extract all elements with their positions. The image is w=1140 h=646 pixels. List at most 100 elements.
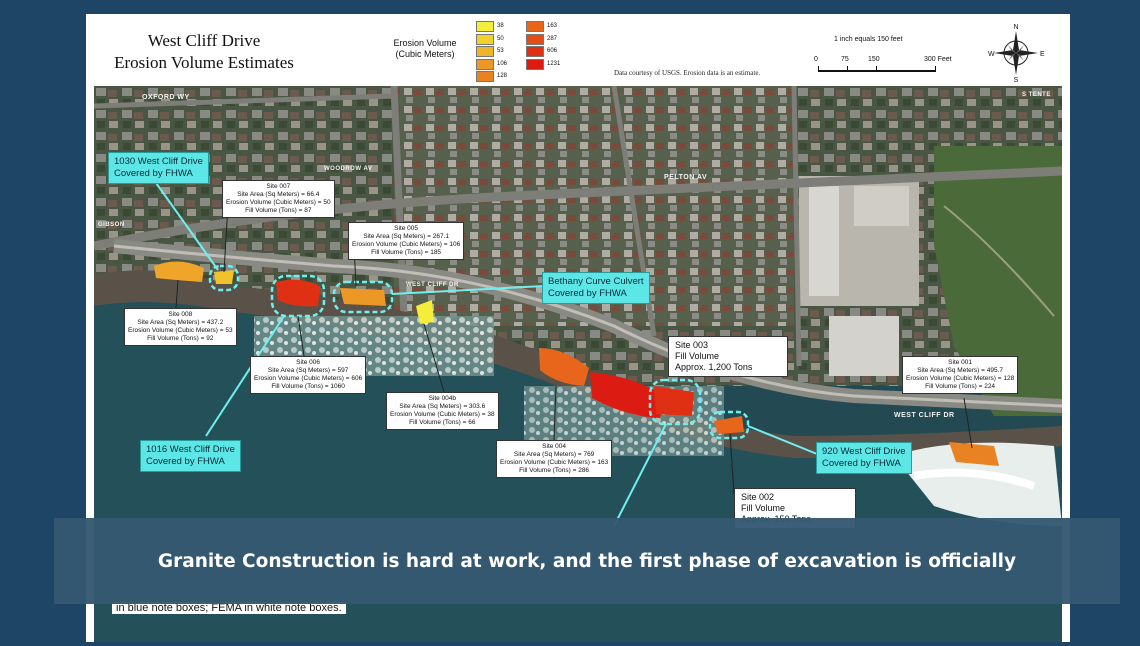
erosion-site-004b bbox=[416, 300, 434, 324]
street-label-woodrow: WOODROW AV bbox=[324, 166, 373, 172]
street-label-pelton: PELTON AV bbox=[664, 174, 708, 181]
erosion-site-001 bbox=[949, 442, 999, 466]
legend-label: 287 bbox=[547, 35, 558, 42]
fhwa-note-bethany-name: Bethany Curve Culvert bbox=[548, 276, 644, 287]
site-001-area: Site Area (Sq Meters) = 495.7 bbox=[917, 367, 1003, 374]
street-label-westcliff-lower: WEST CLIFF DR bbox=[894, 412, 955, 419]
highlight-site003 bbox=[648, 378, 702, 426]
fhwa-note-920: 920 West Cliff Drive Covered by FHWA bbox=[816, 442, 912, 474]
legend-swatch bbox=[476, 58, 494, 70]
fhwa-note-bethany: Bethany Curve Culvert Covered by FHWA bbox=[542, 272, 650, 304]
site-006-fill: Fill Volume (Tons) = 1060 bbox=[271, 383, 345, 390]
fhwa-note-1030-address: 1030 West Cliff Drive bbox=[114, 156, 203, 167]
site-004-area: Site Area (Sq Meters) = 769 bbox=[513, 451, 595, 458]
fhwa-note-1016: 1016 West Cliff Drive Covered by FHWA bbox=[140, 440, 241, 472]
scale-tick bbox=[847, 66, 848, 72]
site-005-fill: Fill Volume (Tons) = 185 bbox=[371, 249, 442, 256]
erosion-site-008 bbox=[154, 261, 204, 282]
legend-label: 606 bbox=[547, 48, 558, 54]
site-002-fill-label: Fill Volume bbox=[741, 503, 786, 513]
street-label-gibson: GIBSON bbox=[98, 222, 125, 228]
site-006-box: Site 006 Site Area (Sq Meters) = 597 Ero… bbox=[250, 356, 367, 394]
site-003-fill-value: Approx. 1,200 Tons bbox=[675, 362, 753, 372]
site-001-volume: Erosion Volume (Cubic Meters) = 128 bbox=[906, 375, 1015, 382]
site-007-box: Site 007 Site Area (Sq Meters) = 66.4 Er… bbox=[222, 180, 335, 218]
compass-s: S bbox=[1014, 77, 1019, 82]
scale-bar bbox=[818, 70, 936, 72]
site-008-name: Site 008 bbox=[168, 311, 193, 318]
legend-swatch bbox=[476, 21, 494, 32]
erosion-site-007 bbox=[214, 270, 234, 284]
site-004-box: Site 004 Site Area (Sq Meters) = 769 Ero… bbox=[496, 440, 613, 478]
highlight-920 bbox=[708, 410, 750, 440]
scale-tick bbox=[818, 66, 819, 72]
scale-tick bbox=[935, 66, 936, 72]
fhwa-note-920-address: 920 West Cliff Drive bbox=[822, 446, 906, 457]
scale-label-0: 0 bbox=[814, 56, 818, 63]
site-004-name: Site 004 bbox=[542, 443, 567, 450]
legend-title: Erosion Volume (Cubic Meters) bbox=[393, 38, 457, 59]
site-007-name: Site 007 bbox=[266, 183, 291, 190]
site-006-volume: Erosion Volume (Cubic Meters) = 606 bbox=[254, 375, 363, 382]
site-004b-fill: Fill Volume (Tons) = 66 bbox=[409, 419, 476, 426]
compass-rose-icon: N S W E bbox=[988, 24, 1045, 82]
video-caption-text: Granite Construction is hard at work, an… bbox=[157, 550, 1017, 572]
erosion-site-004 bbox=[539, 348, 589, 386]
fhwa-note-1030: 1030 West Cliff Drive Covered by FHWA bbox=[108, 152, 209, 184]
site-003-fill-box: Site 003 Fill Volume Approx. 1,200 Tons bbox=[668, 336, 788, 377]
scale-title: 1 inch equals 150 feet bbox=[834, 36, 903, 43]
site-008-volume: Erosion Volume (Cubic Meters) = 53 bbox=[128, 327, 233, 334]
legend-swatch bbox=[526, 21, 544, 32]
site-004-volume: Erosion Volume (Cubic Meters) = 163 bbox=[500, 459, 609, 466]
erosion-site-003a bbox=[590, 372, 664, 418]
site-004b-area: Site Area (Sq Meters) = 303.6 bbox=[399, 403, 486, 410]
legend-label: 38 bbox=[497, 23, 504, 29]
site-005-volume: Erosion Volume (Cubic Meters) = 106 bbox=[352, 241, 461, 248]
fhwa-note-1016-status: Covered by FHWA bbox=[146, 456, 225, 467]
site-007-fill: Fill Volume (Tons) = 87 bbox=[245, 207, 312, 214]
site-001-box: Site 001 Site Area (Sq Meters) = 495.7 E… bbox=[902, 356, 1019, 394]
erosion-site-005 bbox=[340, 288, 386, 306]
compass-w: W bbox=[988, 51, 995, 58]
highlight-bethany bbox=[332, 280, 394, 314]
compass-n: N bbox=[1013, 24, 1018, 31]
scale-tick bbox=[876, 66, 877, 72]
map-header: West Cliff Drive Erosion Volume Estimate… bbox=[86, 14, 1070, 86]
fhwa-note-1030-status: Covered by FHWA bbox=[114, 168, 193, 179]
fhwa-note-bethany-status: Covered by FHWA bbox=[548, 288, 627, 299]
map-title-line2: Erosion Volume Estimates bbox=[114, 53, 294, 72]
scale-label-75: 75 bbox=[841, 56, 849, 63]
legend-label: 53 bbox=[497, 48, 504, 54]
fhwa-note-920-status: Covered by FHWA bbox=[822, 458, 901, 469]
legend-swatch bbox=[526, 33, 544, 45]
map-footnote: in blue note boxes; FEMA in white note b… bbox=[112, 602, 346, 614]
site-004b-box: Site 004b Site Area (Sq Meters) = 303.6 … bbox=[386, 392, 499, 430]
site-004b-volume: Erosion Volume (Cubic Meters) = 38 bbox=[390, 411, 495, 418]
scale-label-300: 300 Feet bbox=[924, 56, 952, 63]
legend-label: 106 bbox=[497, 60, 508, 67]
legend-swatch bbox=[476, 46, 494, 57]
erosion-site-006 bbox=[276, 279, 320, 307]
legend-label: 128 bbox=[497, 73, 508, 79]
site-008-box: Site 008 Site Area (Sq Meters) = 437.2 E… bbox=[124, 308, 237, 346]
legend-swatch bbox=[526, 58, 544, 70]
site-001-fill: Fill Volume (Tons) = 224 bbox=[925, 383, 996, 390]
site-008-fill: Fill Volume (Tons) = 92 bbox=[147, 335, 214, 342]
legend-label: 163 bbox=[547, 23, 558, 29]
site-004-fill: Fill Volume (Tons) = 286 bbox=[519, 467, 590, 474]
legend-swatch bbox=[476, 71, 494, 82]
site-005-area: Site Area (Sq Meters) = 267.1 bbox=[363, 233, 449, 240]
site-005-name: Site 005 bbox=[394, 225, 419, 232]
site-003-fill-label: Fill Volume bbox=[675, 351, 720, 361]
legend-label: 50 bbox=[497, 35, 504, 42]
site-002-name: Site 002 bbox=[741, 492, 775, 502]
site-006-name: Site 006 bbox=[296, 359, 321, 366]
street-label-stenton: S TENTE bbox=[1022, 92, 1051, 98]
scale-label-150: 150 bbox=[868, 56, 880, 63]
site-006-area: Site Area (Sq Meters) = 597 bbox=[267, 367, 349, 374]
video-caption-bar: Granite Construction is hard at work, an… bbox=[54, 518, 1120, 604]
erosion-site-003b bbox=[654, 386, 694, 416]
legend-label: 1231 bbox=[547, 60, 561, 67]
erosion-site-002 bbox=[714, 416, 744, 434]
